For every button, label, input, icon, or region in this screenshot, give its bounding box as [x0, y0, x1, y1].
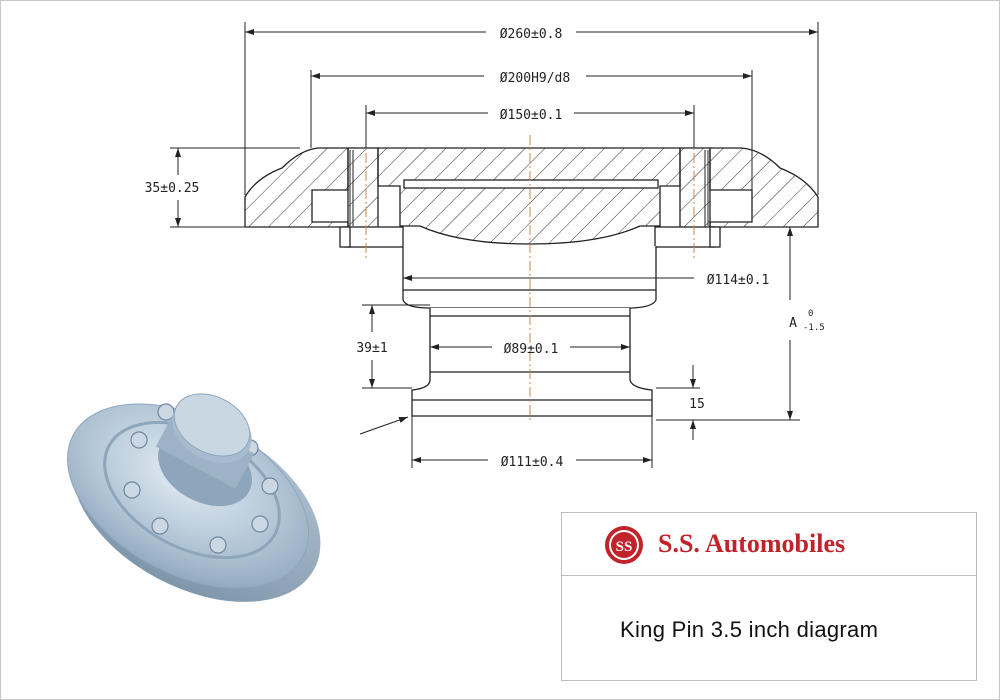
- dim-d150: Ø150±0.1: [500, 108, 563, 123]
- dim-d260: Ø260±0.8: [500, 27, 563, 42]
- dim-a-lower: -1.5: [803, 323, 825, 333]
- dim-d200: Ø200H9/d8: [500, 71, 570, 86]
- pin-lower-view: [402, 246, 657, 417]
- diagram-caption: King Pin 3.5 inch diagram: [620, 617, 879, 642]
- dimension-lines: [175, 29, 818, 463]
- flange-section: [244, 147, 349, 228]
- company-logo: SS: [605, 526, 643, 564]
- dim-a-label: A: [789, 316, 797, 331]
- title-header-row: SS S.S. Automobiles: [562, 513, 976, 576]
- dimension-labels: Ø260±0.8 Ø200H9/d8 Ø150±0.1 Ø114±0.1 Ø89…: [145, 27, 825, 470]
- pin-body-section: [377, 147, 681, 245]
- step: [654, 226, 716, 248]
- centerlines: [365, 135, 695, 420]
- thread-lines: [349, 150, 709, 226]
- dim-d114: Ø114±0.1: [707, 273, 770, 288]
- dim-h39: 39±1: [356, 341, 387, 356]
- flange-section: [709, 147, 819, 228]
- company-name: S.S. Automobiles: [658, 529, 846, 558]
- title-block: SS S.S. Automobiles King Pin 3.5 inch di…: [561, 512, 977, 681]
- dim-h15: 15: [689, 397, 705, 412]
- step: [344, 226, 404, 248]
- extension-lines: [170, 22, 819, 468]
- pin-neck: [411, 308, 653, 417]
- step: [709, 226, 721, 248]
- king-pin-3d-render: [67, 393, 321, 602]
- section-view: [244, 147, 819, 248]
- dim-a-upper: 0: [808, 309, 813, 319]
- dim-d111: Ø111±0.4: [501, 455, 564, 470]
- dim-d89: Ø89±0.1: [504, 342, 559, 357]
- step: [339, 226, 351, 248]
- dim-h35: 35±0.25: [145, 181, 200, 196]
- inner-recess: [403, 179, 659, 189]
- svg-text:SS: SS: [616, 539, 633, 555]
